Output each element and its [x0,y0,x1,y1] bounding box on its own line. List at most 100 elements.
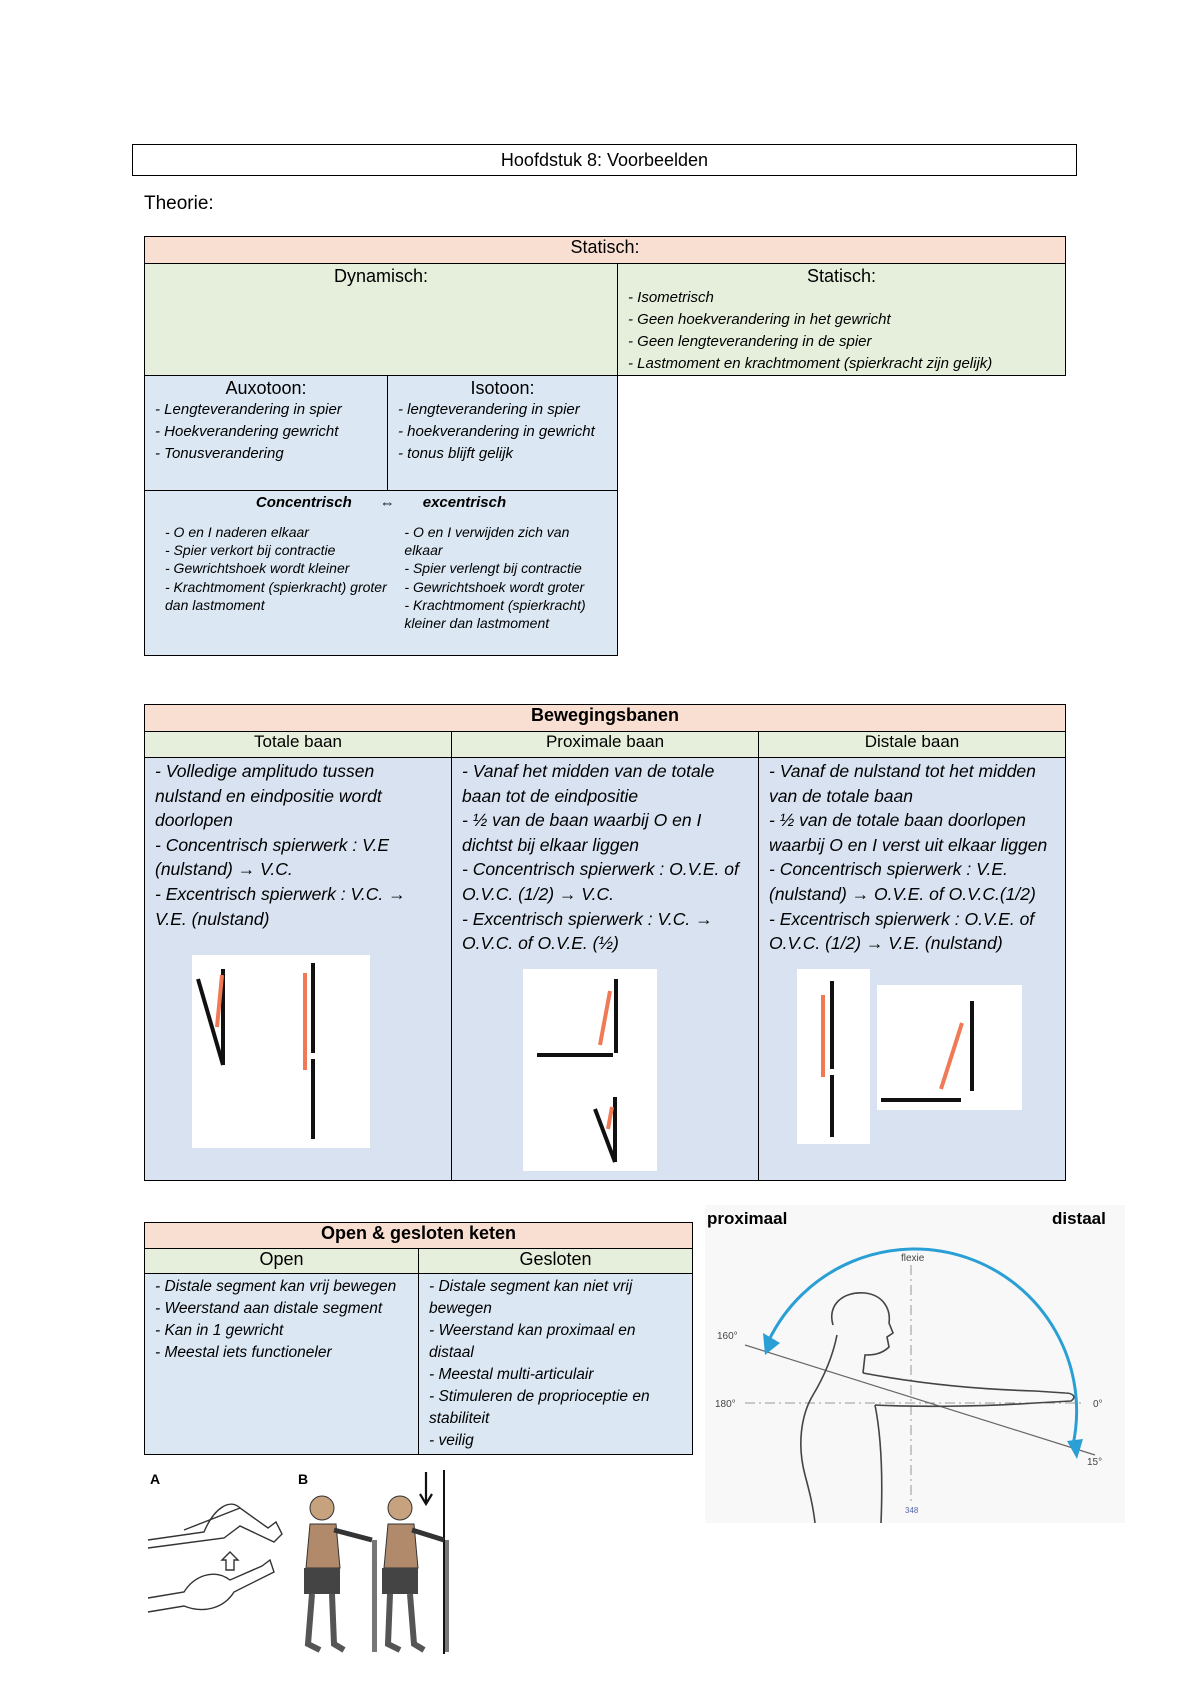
list-item: - Stimuleren de proprioceptie en stabili… [429,1388,650,1427]
list-item: - Concentrisch spierwerk : O.V.E. of O.V… [462,859,739,904]
totale-list: - Volledige amplitudo tussen nulstand en… [145,758,451,932]
muscle-segment [598,990,612,1046]
list-item: - Gewrichtshoek wordt groter [404,578,585,595]
person-outline [800,1292,1075,1523]
arrow-up-icon [220,1551,240,1571]
distale-cell: - Vanaf de nulstand tot het midden van d… [757,757,1067,1181]
auxotoon-list: - Lengteverandering in spier - Hoekveran… [145,399,387,465]
flexion-arc [767,1247,1079,1446]
dynamisch-cell: Dynamisch: [144,263,618,376]
proximale-baan-diagram [523,968,657,1171]
list-item: - Volledige amplitudo tussen nulstand en… [155,761,382,831]
gesloten-list: - Distale segment kan niet vrij bewegen … [419,1274,692,1454]
section-label: Theorie: [144,193,214,214]
list-item: - Kan in 1 gewricht [155,1322,284,1339]
knee-chain-figure: A B [144,1468,474,1654]
contraction-types-table: Statisch: Dynamisch: Statisch: - Isometr… [144,236,1066,656]
bone-segment [196,978,225,1066]
proximale-list: - Vanaf het midden van de totale baan to… [452,758,758,957]
col-title-open: Open [144,1248,419,1274]
isotoon-title: Isotoon: [470,378,535,398]
label-flexie: flexie [901,1253,925,1264]
open-gesloten-keten-table: Open & gesloten keten Open Gesloten - Di… [143,1222,694,1455]
label-distaal: distaal [1052,1209,1106,1228]
statisch-list: - Isometrisch - Geen hoekverandering in … [618,287,1065,375]
list-item: - veilig [429,1432,474,1449]
concentrisch-list: - O en I naderen elkaar - Spier verkort … [165,523,388,632]
label-a: A [150,1471,160,1487]
list-item: - Excentrisch spierwerk : V.C. → O.V.C. … [462,908,713,954]
table-header: Statisch: [144,236,1066,264]
list-item: - Distale segment kan niet vrij bewegen [429,1278,633,1317]
statisch-cell: Statisch: - Isometrisch - Geen hoekveran… [617,263,1066,376]
list-item: - lengteverandering in spier [398,401,580,418]
col-title-distale: Distale baan [757,731,1067,758]
dynamisch-title: Dynamisch: [333,266,429,286]
label-180: 180° [715,1399,736,1410]
muscle-segment [939,1022,964,1090]
list-item: - Meestal iets functioneler [155,1344,332,1361]
list-item: - O en I naderen elkaar [165,524,309,540]
col-title-gesloten: Gesloten [417,1248,694,1274]
distale-baan-diagram-a [797,968,870,1144]
closed-chain-figure-1 [304,1495,377,1653]
totale-cell: - Volledige amplitudo tussen nulstand en… [144,757,452,1181]
open-cell: - Distale segment kan vrij bewegen - Wee… [144,1273,419,1455]
auxotoon-title: Auxotoon: [225,378,307,398]
list-item: - tonus blijft gelijk [398,445,514,462]
label-proximaal: proximaal [707,1209,787,1228]
list-item: - Krachtmoment (spierkracht) groter dan … [165,578,387,613]
concentrisch-label: Concentrisch [255,494,352,511]
excentrisch-label: excentrisch [422,494,507,511]
page-number: 348 [905,1506,919,1515]
list-item: - Weerstand kan proximaal en distaal [429,1322,636,1361]
list-item: - Geen lengteverandering in de spier [628,333,872,350]
label-15: 15° [1087,1457,1102,1468]
list-item: - Spier verlengt bij contractie [404,560,582,577]
list-item: - Concentrisch spierwerk : V.E (nulstand… [155,834,390,880]
list-item: - Weerstand aan distale segment [155,1300,383,1317]
table-header: Bewegingsbanen [143,704,1067,732]
proximale-cell: - Vanaf het midden van de totale baan to… [451,757,759,1181]
arrow-down-icon [419,1472,433,1507]
bewegingsbanen-table: Bewegingsbanen Totale baan Proximale baa… [143,704,1067,1181]
list-item: - Vanaf de nulstand tot het midden van d… [769,761,1036,806]
list-item: - Concentrisch spierwerk : V.E. (nulstan… [769,859,1036,904]
slope-line [744,1344,1096,1456]
isotoon-list: - lengteverandering in spier - hoekveran… [388,399,617,465]
col-title-proximale: Proximale baan [451,731,759,758]
isotoon-cell: Isotoon: - lengteverandering in spier - … [387,375,618,491]
list-item: - Spier verkort bij contractie [165,542,336,559]
list-item: - Hoekverandering gewricht [155,423,339,440]
list-item: - Geen hoekverandering in het gewricht [628,311,891,328]
list-item: - ½ van de totale baan doorlopen waarbij… [769,810,1048,855]
totale-baan-diagram [192,955,370,1149]
list-item: - O en I verwijden zich van elkaar [404,524,570,559]
list-item: - Excentrisch spierwerk : O.V.E. of O.V.… [769,908,1035,954]
table-header: Open & gesloten keten [143,1222,694,1249]
list-item: - Meestal multi-articulair [429,1366,594,1383]
list-item: - Distale segment kan vrij bewegen [155,1278,397,1295]
list-item: - hoekverandering in gewricht [398,423,595,440]
muscle-segment [215,974,224,1028]
arrow-head-icon [763,1333,780,1355]
list-item: - Isometrisch [628,289,714,306]
statisch-title: Statisch: [806,266,877,286]
muscle-segment [606,1106,614,1130]
auxotoon-cell: Auxotoon: - Lengteverandering in spier -… [144,375,388,491]
bone-segment [593,1108,617,1163]
list-item: - Lastmoment en krachtmoment (spierkrach… [628,355,993,372]
distale-baan-diagram-b [877,984,1022,1110]
open-chain-sketch [147,1503,283,1613]
label-0: 0° [1093,1399,1103,1410]
excentrisch-list: - O en I verwijden zich van elkaar - Spi… [404,523,603,632]
page-title: Hoofdstuk 8: Voorbeelden [132,144,1077,176]
label-b: B [298,1471,308,1487]
gesloten-cell: - Distale segment kan niet vrij bewegen … [417,1273,694,1455]
concentrisch-excentrisch-heading: Concentrisch ⇔ excentrisch [145,491,617,511]
double-arrow-icon: ⇔ [379,494,395,511]
list-item: - Excentrisch spierwerk : V.C. → V.E. (n… [155,883,406,929]
label-160: 160° [717,1331,738,1342]
col-title-totale: Totale baan [144,731,452,758]
arm-flexion-figure: proximaal distaal flexie 160° 180° 0° 15… [705,1205,1125,1523]
